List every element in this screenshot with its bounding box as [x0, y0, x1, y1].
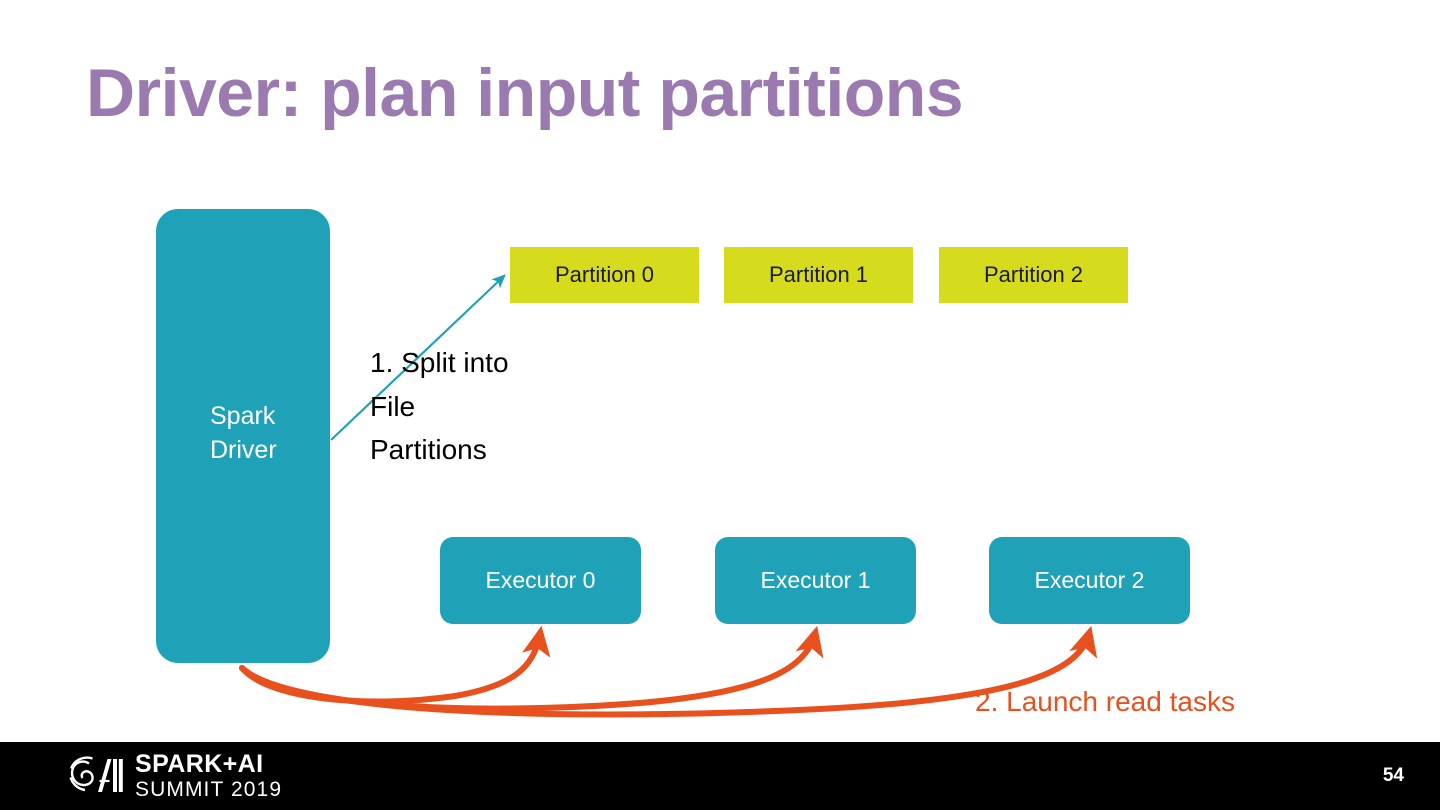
arrow-driver-to-executor2: [239, 625, 1098, 718]
spark-summit-logo: SPARK+AI SUMMIT 2019: [68, 752, 282, 800]
partition-box-1[interactable]: Partition 1: [724, 247, 913, 303]
spark-driver-label: Spark Driver: [210, 400, 330, 467]
page-title: Driver: plan input partitions: [86, 55, 964, 131]
partition-box-2[interactable]: Partition 2: [939, 247, 1128, 303]
step1-caption-line2: File: [370, 390, 416, 422]
spark-driver-label-line2: Driver: [210, 435, 277, 464]
architecture-diagram: Spark Driver Partition 0 Partition 1 Par…: [156, 209, 1235, 718]
spark-driver-box[interactable]: Spark Driver: [156, 209, 330, 663]
step1-caption-line1: 1. Split into: [370, 347, 509, 378]
executor-box-2[interactable]: Executor 2: [989, 537, 1190, 624]
page-number: 54: [1382, 765, 1404, 786]
executor-box-0[interactable]: Executor 0: [440, 537, 641, 624]
spark-spiral-logo-icon: [69, 756, 123, 792]
footer-bar: [0, 742, 1440, 810]
logo-text-line2: SUMMIT 2019: [135, 778, 283, 801]
step2-caption: 2. Launch read tasks: [975, 686, 1235, 717]
executor-box-1[interactable]: Executor 1: [715, 537, 916, 624]
logo-text-line1: SPARK+AI: [135, 750, 264, 778]
spark-summit-logo-text: SPARK+AI SUMMIT 2019: [135, 750, 283, 801]
partition-box-0[interactable]: Partition 0: [510, 247, 699, 303]
spark-driver-label-line1: Spark: [210, 402, 276, 430]
step1-caption-line3: Partitions: [370, 434, 487, 466]
step1-caption: 1. Split into File Partitions: [370, 341, 620, 472]
